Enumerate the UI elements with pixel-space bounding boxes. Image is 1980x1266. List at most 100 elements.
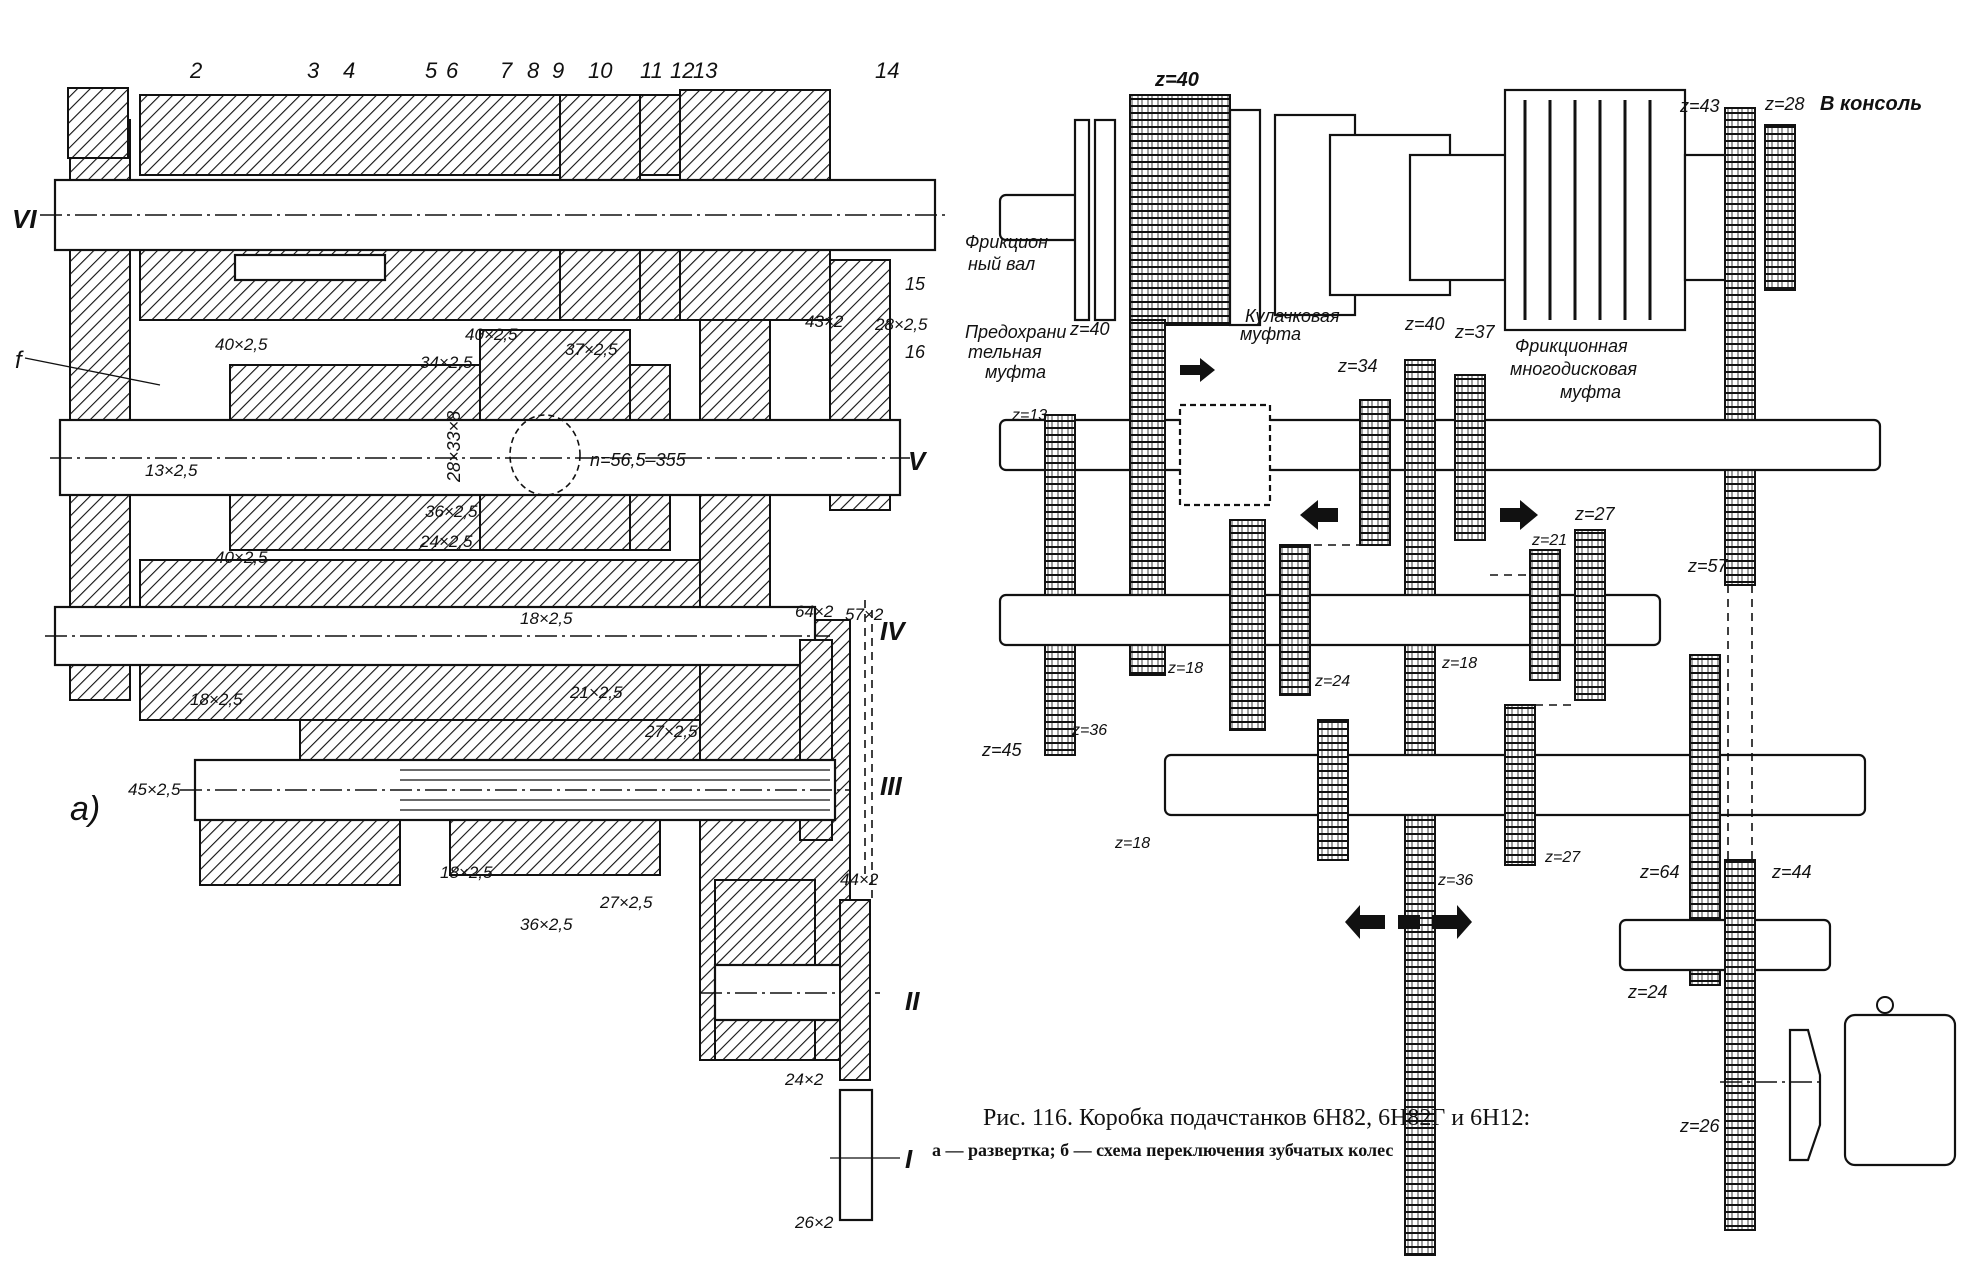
part-f: f (15, 347, 24, 374)
label-z40-safety: z=40 (1069, 319, 1110, 339)
shaft-iv-gears-lower (139, 659, 701, 721)
motor-flange (1788, 1028, 1822, 1162)
arrow-right-icon (1500, 500, 1538, 530)
arrow-right-icon (1432, 905, 1472, 939)
label-to-console: В консоль (1820, 93, 1922, 115)
gear-z43-z57 (1724, 107, 1756, 586)
label-z64: z=64 (1639, 862, 1680, 882)
arrow-dash-icon (1398, 915, 1420, 929)
speed-range-label: n=56,5–355 (590, 450, 687, 470)
friction-shaft-right (1683, 153, 1732, 282)
gear-mark-57x2: 57×2 (845, 605, 884, 624)
label-z43: z=43 (1679, 96, 1720, 116)
gear-mark-45x25: 45×2,5 (128, 780, 181, 799)
motor-body (1843, 1013, 1957, 1167)
arrow-left-icon (1345, 905, 1385, 939)
shaft-label-ii: II (905, 986, 920, 1016)
gear-mark-21x25: 21×2,5 (569, 683, 623, 702)
spline-designation: 28×33×8 (444, 411, 464, 483)
label-z18-a: z=18 (1167, 660, 1203, 677)
part-number-6: 6 (446, 58, 459, 83)
gear-mark-26x2: 26×2 (794, 1213, 834, 1232)
shaft-label-vi: VI (12, 204, 37, 234)
gear-z36-a (1229, 519, 1266, 731)
friction-shaft-neck (1408, 153, 1512, 282)
label-z45: z=45 (981, 740, 1023, 760)
drawing-a-labels: 2 3 4 5 6 7 8 9 10 11 12 13 14 15 16 f V… (12, 58, 928, 1232)
shaft-iii-splines (400, 769, 830, 811)
label-z18-c: z=18 (1114, 835, 1150, 852)
label-z40-b: z=40 (1404, 314, 1445, 334)
gear-mark-24x2: 24×2 (784, 1070, 824, 1089)
gear-mark-18x25-bottom: 18×2,5 (440, 863, 493, 882)
drawing-a-development (40, 87, 950, 1222)
caption-title: Рис. 116. Коробка подачстанков 6Н82, 6Н8… (983, 1105, 1530, 1131)
gear-mark-37x25: 37×2,5 (565, 340, 618, 359)
label-z13: z=13 (1011, 407, 1047, 424)
gear-mark-27x25-a: 27×2,5 (644, 722, 698, 741)
gear-z21 (1529, 549, 1561, 681)
gear-mark-24x25: 24×2,5 (419, 532, 473, 551)
label-z37: z=37 (1454, 322, 1496, 342)
drawing-b-scheme (998, 88, 1882, 1256)
label-dog-clutch-line2: муфта (1240, 324, 1301, 344)
figure-caption: Рис. 116. Коробка подачстанков 6Н82, 6Н8… (932, 1105, 1530, 1160)
gear-mark-34x25: 34×2,5 (420, 353, 473, 372)
label-z34: z=34 (1337, 356, 1378, 376)
label-multidisc-clutch-line1: Фрикционная (1515, 336, 1628, 356)
label-z24-b: z=24 (1627, 982, 1668, 1002)
gear-mark-28x25: 28×2,5 (874, 315, 928, 334)
part-number-13: 13 (693, 58, 718, 83)
label-z18-b: z=18 (1441, 655, 1477, 672)
safety-clutch-flange (1073, 118, 1091, 322)
gear-mark-36x25-bottom: 36×2,5 (520, 915, 573, 934)
arrow-left-icon (1300, 500, 1338, 530)
shaft-iii-gears-upper (299, 719, 701, 761)
label-z27-a: z=27 (1574, 504, 1616, 524)
label-multidisc-clutch-line3: муфта (1560, 382, 1621, 402)
label-z26: z=26 (1679, 1116, 1721, 1136)
part-number-10: 10 (588, 58, 613, 83)
multidisc-plates (1523, 100, 1652, 320)
gear-z34 (1359, 399, 1391, 546)
shaft-label-v: V (908, 446, 928, 476)
gear-mark-40x25-mid: 40×2,5 (465, 325, 518, 344)
label-friction-shaft-line1: Фрикцион (965, 232, 1048, 252)
part-number-11: 11 (640, 58, 663, 83)
label-safety-clutch-line1: Предохрани (965, 322, 1066, 342)
gear-26x2-shaft-i (838, 1088, 874, 1222)
gear-z28-to-console (1764, 124, 1796, 291)
gear-44x2 (839, 899, 871, 1081)
label-safety-clutch-line2: тельная (968, 342, 1042, 362)
gear-mark-18x25-center: 18×2,5 (520, 609, 573, 628)
part-number-5: 5 (425, 58, 438, 83)
gear-mark-36x25-top: 36×2,5 (425, 502, 478, 521)
gear-mark-40x25-top: 40×2,5 (215, 335, 268, 354)
gear-z37 (1454, 374, 1486, 541)
gear-mark-27x25-b: 27×2,5 (599, 893, 653, 912)
part-number-14: 14 (875, 58, 899, 83)
label-z40-top: z=40 (1154, 69, 1199, 91)
label-safety-clutch-line3: муфта (985, 362, 1046, 382)
shaft-iii-gears-lower-left (199, 819, 401, 886)
drawing-b-labels: z=40 z=40 z=43 z=28 В консоль z=34 z=40 … (965, 69, 1922, 1136)
label-z21: z=21 (1531, 532, 1567, 549)
gear-mark-43x2: 43×2 (805, 312, 844, 331)
multidisc-clutch (1503, 88, 1687, 332)
label-z28: z=28 (1764, 94, 1805, 114)
gear-z27-a (1574, 529, 1606, 701)
label-z57: z=57 (1687, 556, 1729, 576)
safety-clutch-disc (1093, 118, 1117, 322)
gear-mark-64x2: 64×2 (795, 602, 834, 621)
shaft-label-iii: III (880, 771, 902, 801)
panel-a-label: а) (70, 790, 100, 828)
gear-z44-z26 (1724, 859, 1756, 1231)
shift-arrows (1180, 358, 1538, 939)
gear-z24-a (1279, 544, 1311, 696)
shaft-iv-gears-upper (139, 559, 701, 611)
gear-mark-13x25: 13×2,5 (145, 461, 198, 480)
housing-cap-left (67, 87, 129, 159)
motor-eyebolt (1876, 996, 1894, 1014)
caption-subtitle: а — развертка; б — схема переключения зу… (932, 1140, 1393, 1160)
